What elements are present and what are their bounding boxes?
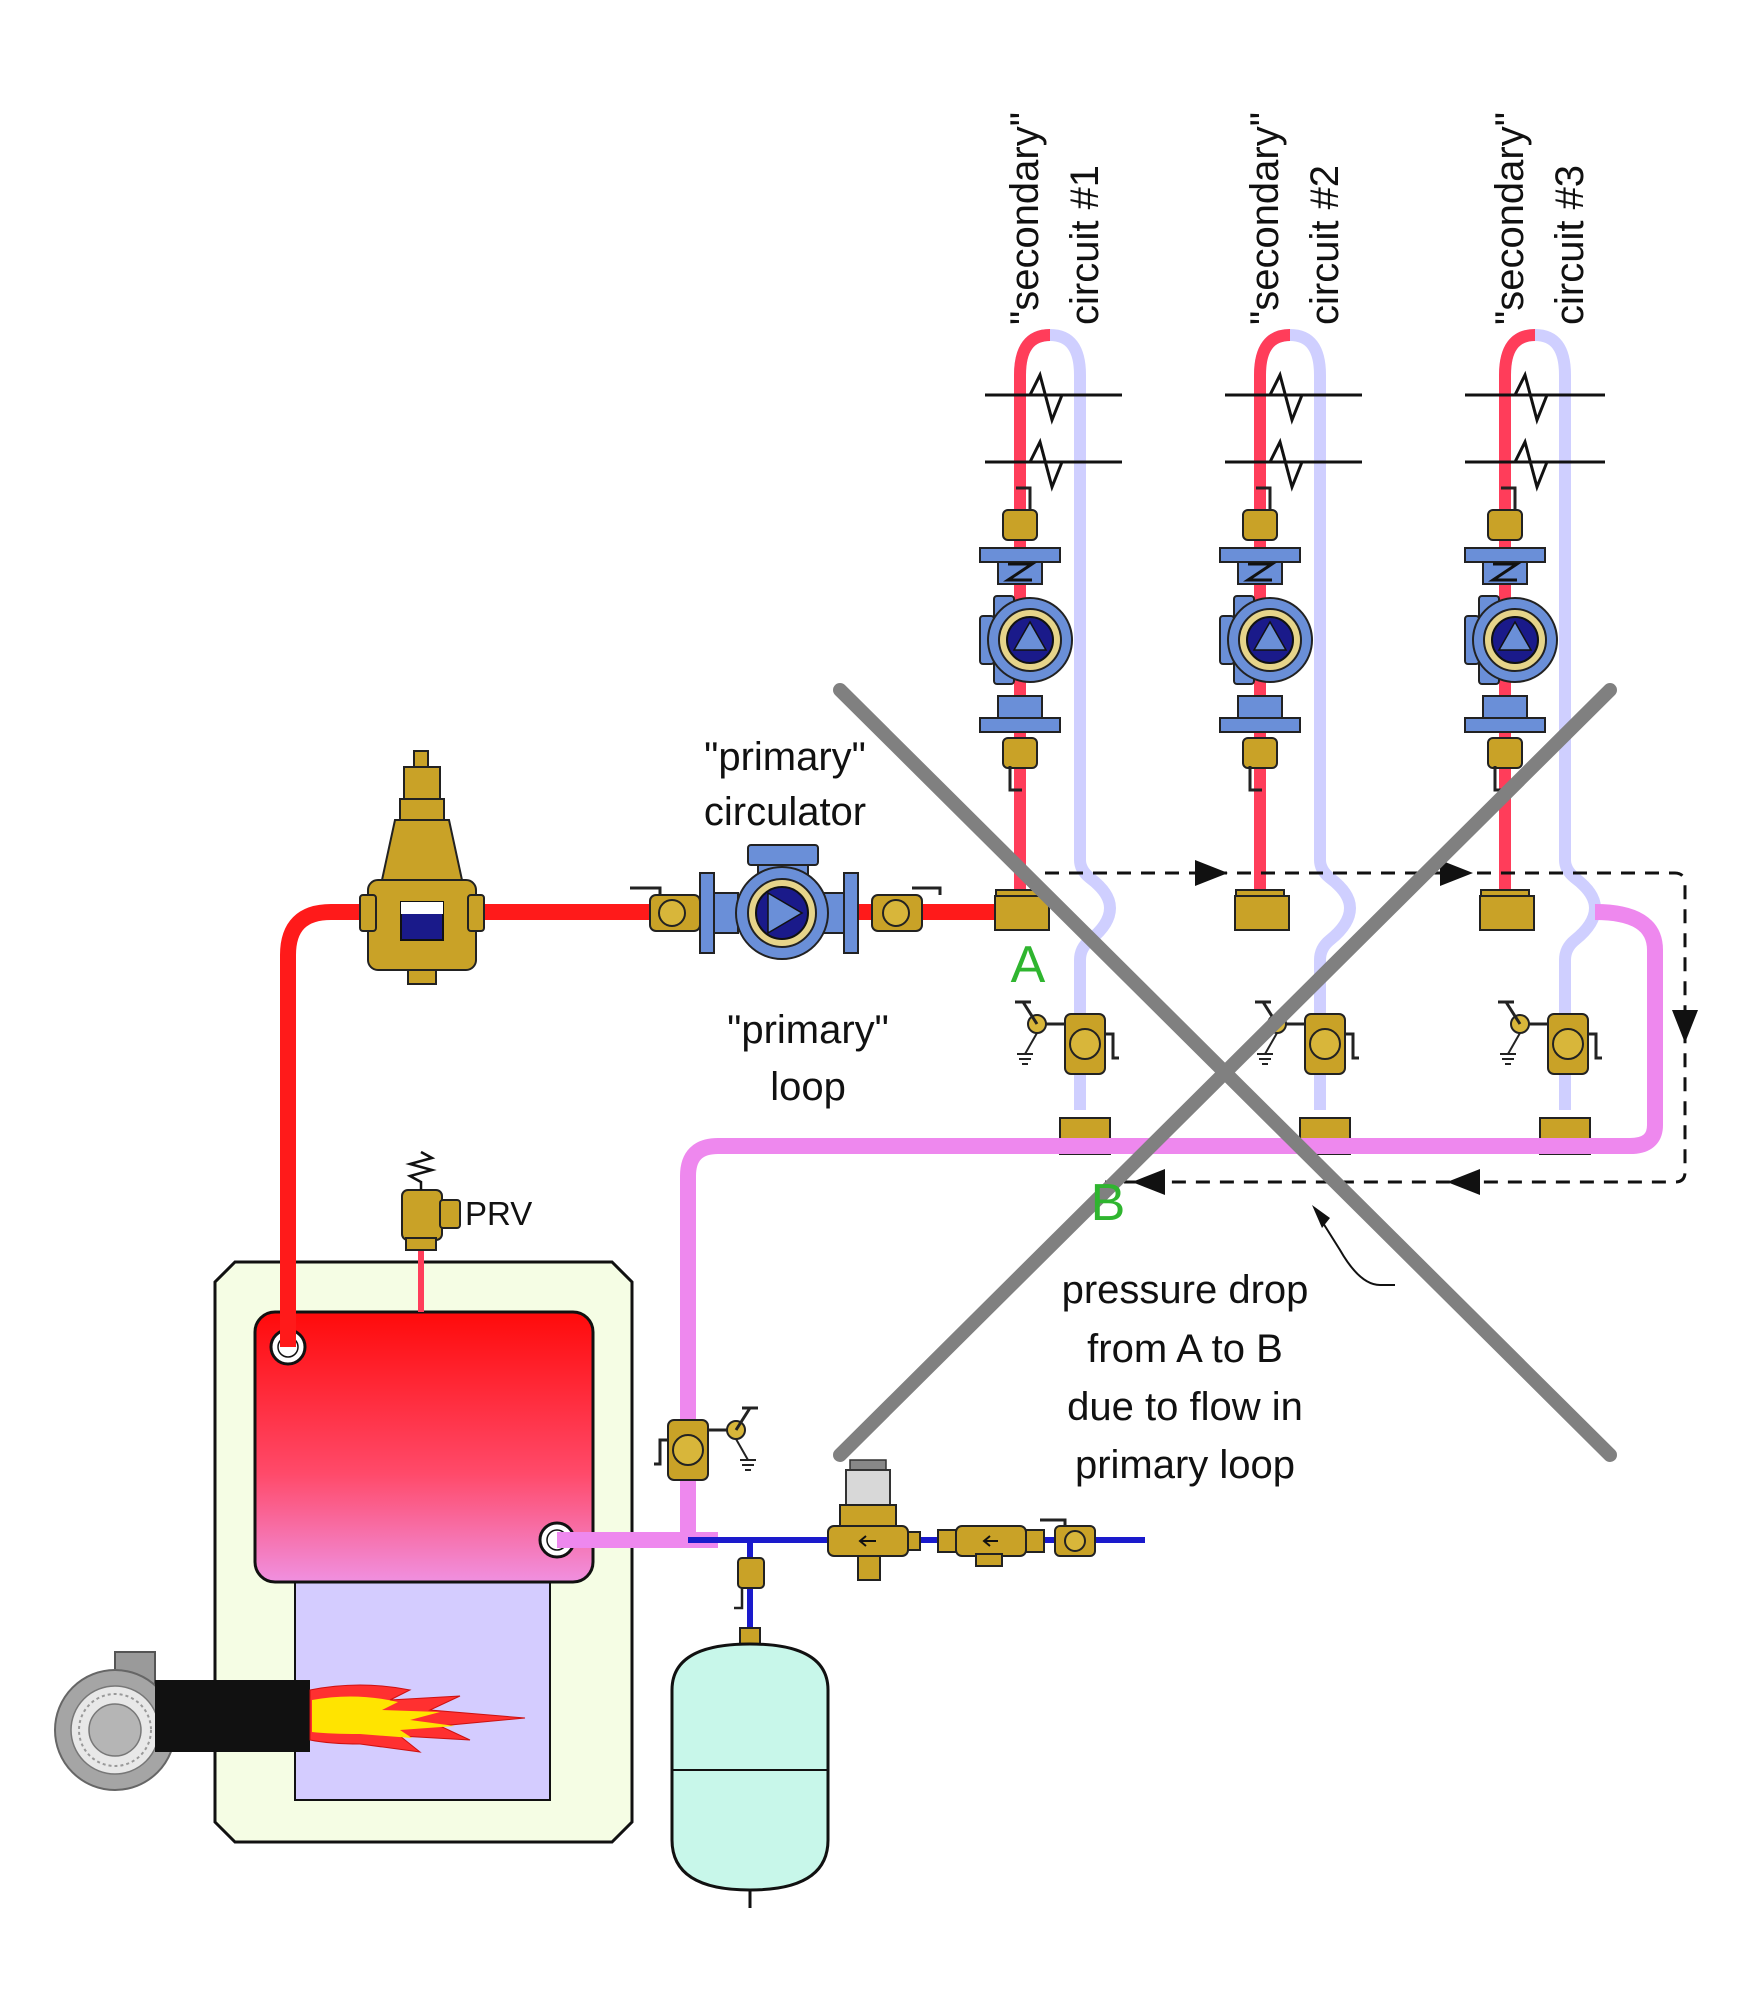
secondary-circuit-3-label-line1: "secondary": [1488, 112, 1532, 325]
point-a-label: A: [1011, 936, 1046, 994]
relief-valve-icon: [401, 1150, 461, 1312]
primary-circulator-icon: [630, 844, 942, 960]
pressure-reducing-valve-icon: [827, 1459, 921, 1581]
tee-fitting-icon: [1479, 895, 1535, 931]
pressure-drop-line-1: pressure drop: [1062, 1268, 1309, 1312]
burner-icon: [54, 1651, 526, 1791]
primary-loop-label-line2: loop: [770, 1065, 846, 1109]
purge-valve-icon: [1013, 1000, 1121, 1076]
primary-circulator-label-line1: "primary": [704, 735, 866, 779]
purge-valve-icon: [1253, 1000, 1361, 1076]
purge-valve-icon: [652, 1406, 760, 1482]
expansion-tank-icon: [670, 1627, 830, 1908]
tee-fitting-icon: [994, 895, 1050, 931]
secondary-circuit-3-label-line2: circuit #3: [1548, 165, 1592, 325]
primary-circulator-label-line2: circulator: [704, 790, 866, 834]
boiler: [54, 1260, 634, 1844]
air-separator-icon: [359, 750, 485, 985]
secondary-circulator-3-icon: [1463, 486, 1559, 792]
tee-fitting-icon: [1234, 895, 1290, 931]
secondary-circuit-2: [1218, 328, 1362, 1155]
secondary-circulator-2-icon: [1218, 486, 1314, 792]
pressure-drop-annotation: pressure drop from A to B due to flow in…: [1062, 1268, 1309, 1487]
pressure-drop-line-2: from A to B: [1087, 1327, 1283, 1371]
secondary-circuit-3: [1463, 328, 1605, 1155]
flow-path-indicator: [1045, 860, 1698, 1286]
crossed-out-mark: [833, 683, 1617, 1462]
point-b-label: B: [1091, 1174, 1126, 1232]
secondary-circulator-1-icon: [978, 486, 1074, 792]
primary-supply-pipe: [280, 904, 1040, 1347]
prv-label: PRV: [465, 1195, 532, 1232]
secondary-circuits: [978, 328, 1605, 1155]
secondary-circuit-2-label-line2: circuit #2: [1303, 165, 1347, 325]
purge-valve-icon: [1496, 1000, 1604, 1076]
secondary-circuit-1-label-line1: "secondary": [1003, 112, 1047, 325]
pressure-drop-line-4: primary loop: [1075, 1443, 1295, 1487]
pressure-drop-line-3: due to flow in: [1067, 1385, 1303, 1429]
secondary-circuit-2-label-line1: "secondary": [1243, 112, 1287, 325]
primary-loop-label-line1: "primary": [727, 1008, 889, 1052]
backflow-preventer-icon: [937, 1525, 1045, 1567]
secondary-circuit-labels: "secondary" circuit #1 "secondary" circu…: [1003, 112, 1592, 325]
ball-valve-icon: [737, 1557, 765, 1589]
primary-return-pipe: [680, 904, 1663, 1545]
secondary-circuit-1-label-line2: circuit #1: [1063, 165, 1107, 325]
makeup-water-line: [688, 1459, 1145, 1630]
secondary-circuit-1: [978, 328, 1122, 1155]
